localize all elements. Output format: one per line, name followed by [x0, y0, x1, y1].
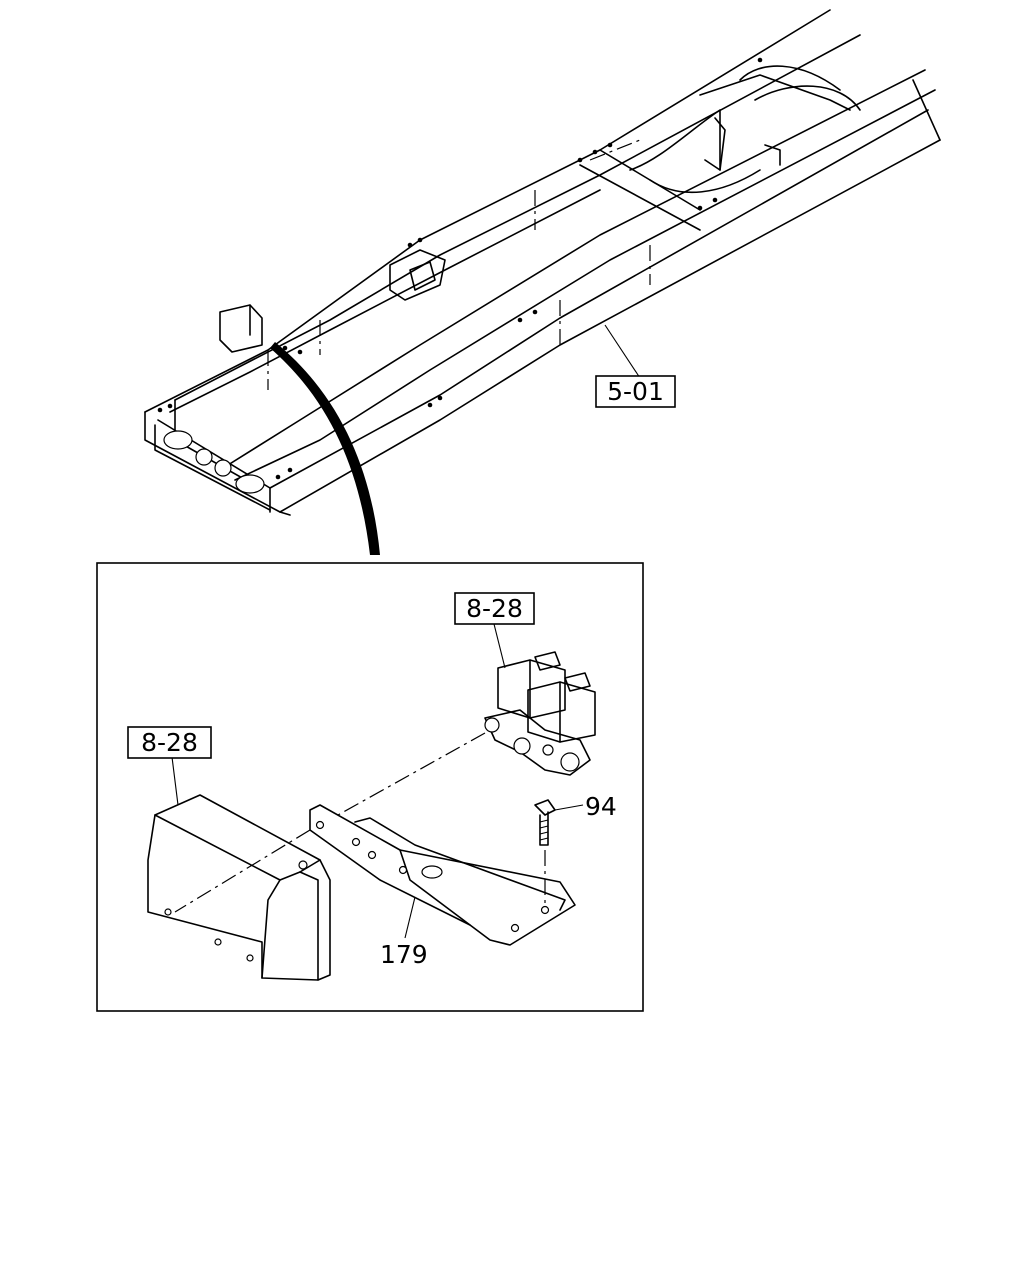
- chassis-frame: [144, 9, 941, 516]
- frame-hole: [214, 459, 232, 477]
- frame-hole: [195, 448, 213, 466]
- cover-callout: 8-28: [141, 728, 198, 757]
- valve-leader: [493, 623, 506, 669]
- bracket-part: [309, 804, 576, 946]
- bolt-callout: 94: [585, 792, 617, 821]
- frame-hole: [235, 474, 265, 494]
- detail-arrow: [270, 342, 380, 555]
- bracket-callout: 179: [380, 940, 428, 969]
- valve-assembly: [484, 651, 596, 776]
- valve-callout: 8-28: [466, 594, 523, 623]
- frame-hole: [163, 430, 193, 450]
- valve-callout-box: [454, 592, 535, 625]
- cover-callout-box: [127, 726, 212, 759]
- alignment-line: [174, 829, 311, 913]
- frame-leader: [604, 324, 641, 379]
- bracket-leader: [404, 896, 416, 939]
- detail-frame: [96, 562, 644, 1012]
- cover-part: [147, 794, 331, 981]
- cover-leader: [171, 756, 179, 806]
- alignment-line: [337, 732, 486, 816]
- frame-callout-box: [595, 375, 676, 408]
- frame-callout: 5-01: [607, 377, 664, 406]
- bolt-part: [534, 799, 556, 846]
- bolt-leader: [554, 804, 584, 811]
